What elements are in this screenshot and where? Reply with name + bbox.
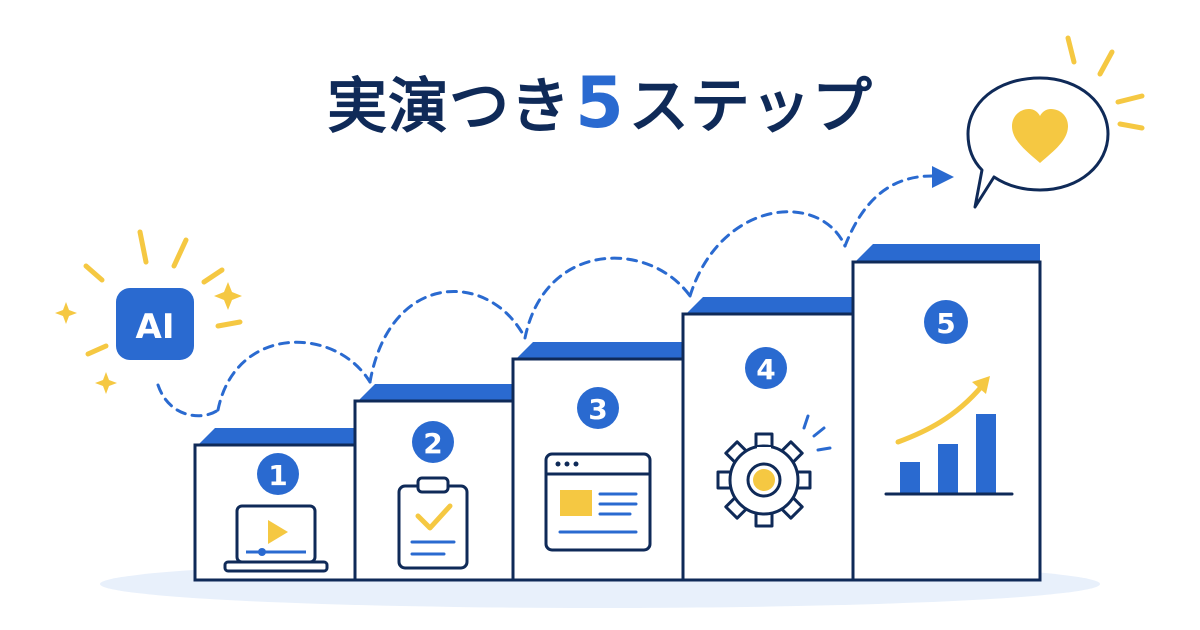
ai-badge-icon: AI <box>116 288 194 360</box>
progress-arrowhead-icon <box>932 166 954 188</box>
step-number: 3 <box>588 393 607 426</box>
laptop-video-icon <box>223 504 329 573</box>
title-suffix: ステップ <box>628 72 873 142</box>
gear-lightbulb-icon <box>716 414 832 528</box>
step-block-5 <box>851 244 1042 582</box>
bar-chart-growth-icon <box>884 376 1014 496</box>
step-number: 5 <box>936 307 955 340</box>
speech-bubble-heart-icon <box>966 35 1145 209</box>
step-number: 4 <box>756 353 775 386</box>
step-number-badge-1: 1 <box>257 453 299 495</box>
sparkle-star-icon <box>214 282 242 310</box>
title-number: 5 <box>575 62 625 144</box>
page-title: 実演つき5ステップ <box>0 58 1200 145</box>
step-number: 1 <box>268 459 287 492</box>
sparkle-star-icon <box>95 372 117 394</box>
browser-window-icon <box>544 452 652 552</box>
step-number-badge-4: 4 <box>745 347 787 389</box>
sparkle-rays-icon <box>83 229 243 357</box>
clipboard-check-icon <box>397 476 469 570</box>
step-number: 2 <box>423 427 442 460</box>
progress-path <box>156 174 937 418</box>
sparkle-star-icon <box>55 302 77 324</box>
ai-badge-label: AI <box>136 307 175 347</box>
step-number-badge-2: 2 <box>412 421 454 463</box>
step-number-badge-5: 5 <box>924 300 968 344</box>
title-prefix: 実演つき <box>327 72 572 142</box>
step-number-badge-3: 3 <box>577 387 619 429</box>
